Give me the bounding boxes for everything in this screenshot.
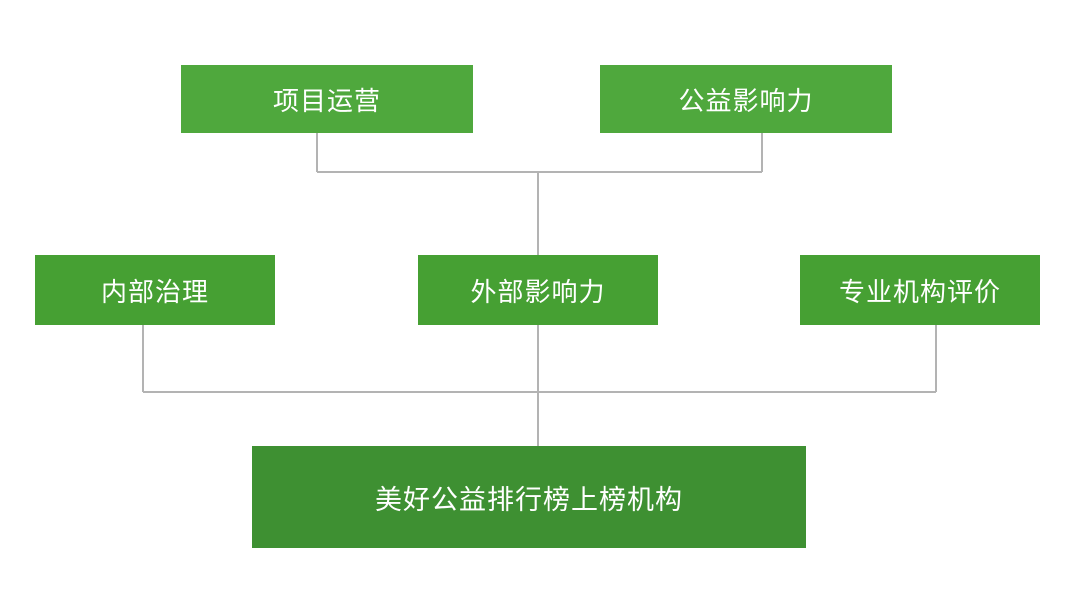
node-external-influence: 外部影响力 — [418, 255, 658, 325]
node-ranked-organizations: 美好公益排行榜上榜机构 — [252, 446, 806, 548]
node-public-welfare-influence: 公益影响力 — [600, 65, 892, 133]
node-professional-evaluation: 专业机构评价 — [800, 255, 1040, 325]
node-project-operation: 项目运营 — [181, 65, 473, 133]
node-internal-governance: 内部治理 — [35, 255, 275, 325]
